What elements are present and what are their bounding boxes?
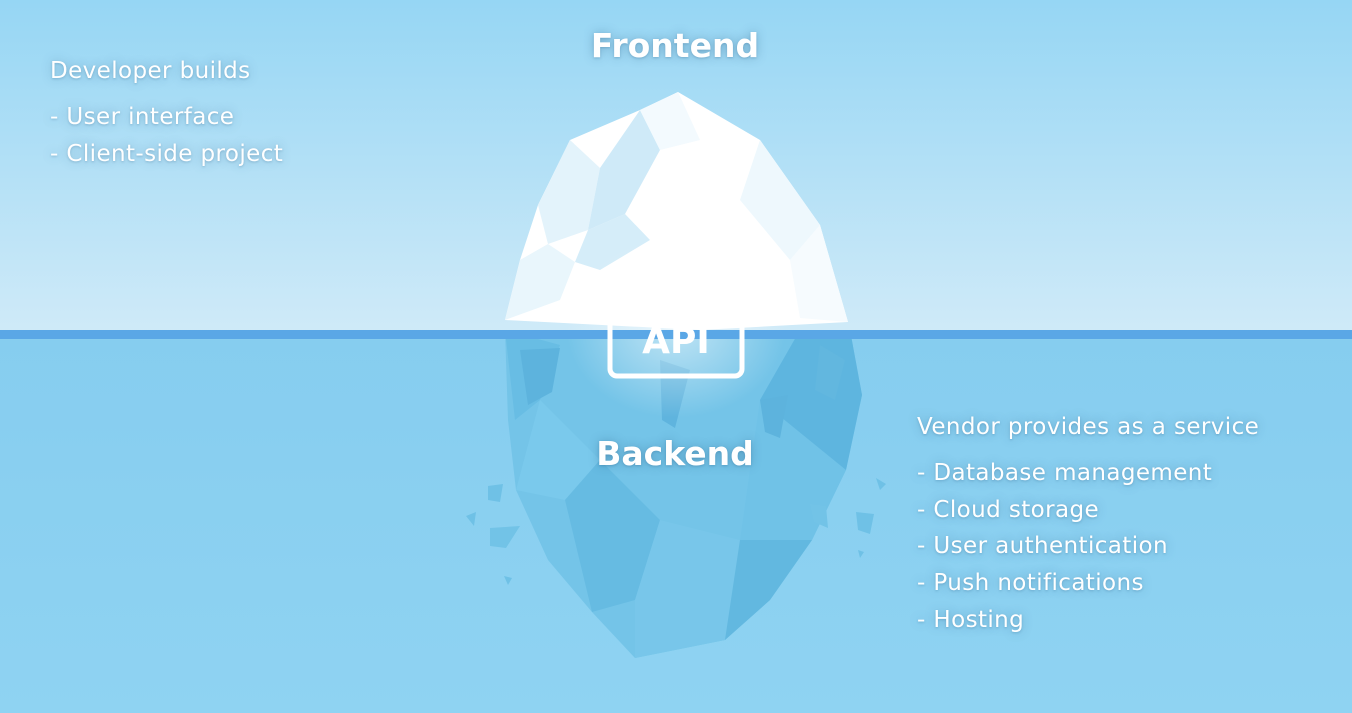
vendor-block: Vendor provides as a service - Database … xyxy=(917,414,1259,639)
list-item: - Hosting xyxy=(917,606,1025,633)
developer-list: - User interface - Client-side project xyxy=(50,99,283,172)
list-item: - Database management xyxy=(917,460,1213,486)
list-item: - Cloud storage xyxy=(917,496,1099,523)
api-label: API xyxy=(642,321,710,362)
backend-title: Backend xyxy=(596,434,754,473)
vendor-intro: Vendor provides as a service xyxy=(917,414,1260,440)
iceberg-above-water xyxy=(505,92,848,330)
api-window-icon: API xyxy=(607,281,745,379)
frontend-title: Frontend xyxy=(590,26,760,65)
list-item: - User authentication xyxy=(917,533,1168,560)
ice-fragments xyxy=(466,478,886,585)
waterline xyxy=(0,330,1352,339)
list-item: - Client-side project xyxy=(50,140,284,167)
list-item: - Push notifications xyxy=(917,570,1144,597)
iceberg-underwater xyxy=(505,330,862,658)
list-item: - User interface xyxy=(50,104,235,130)
vendor-list: - Database management - Cloud storage - … xyxy=(917,455,1259,639)
developer-intro: Developer builds xyxy=(50,58,251,84)
developer-block: Developer builds - User interface - Clie… xyxy=(50,58,283,172)
